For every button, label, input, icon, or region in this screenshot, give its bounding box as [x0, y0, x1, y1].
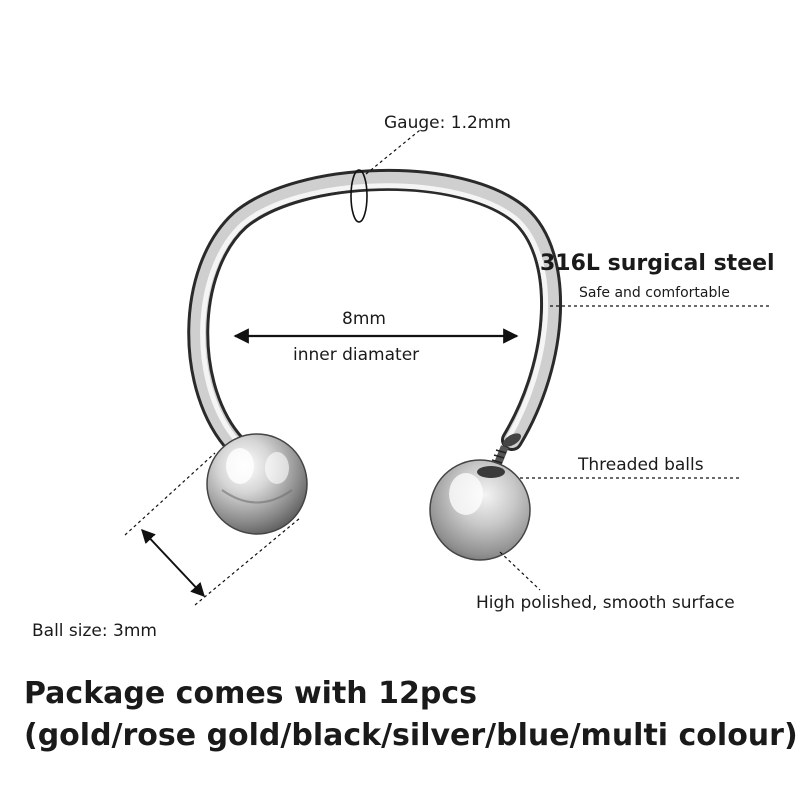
gauge-label: Gauge: 1.2mm [384, 113, 511, 133]
material-label: 316L surgical steel [540, 251, 775, 276]
right-ball [429, 459, 531, 561]
left-ball [206, 433, 308, 535]
ring-body [187, 169, 563, 456]
ball-size-label: Ball size: 3mm [32, 621, 157, 641]
surface-label: High polished, smooth surface [476, 593, 735, 613]
diameter-label: inner diamater [293, 345, 420, 365]
diameter-value: 8mm [342, 309, 386, 329]
package-line-1: Package comes with 12pcs [24, 676, 477, 711]
material-note: Safe and comfortable [579, 285, 730, 301]
gauge-marker [350, 129, 421, 223]
package-line-2: (gold/rose gold/black/silver/blue/multi … [24, 718, 798, 753]
threaded-label: Threaded balls [578, 455, 704, 475]
threaded-pin [491, 445, 509, 467]
surface-leader [499, 551, 541, 591]
ball-size-dimension [124, 452, 301, 606]
